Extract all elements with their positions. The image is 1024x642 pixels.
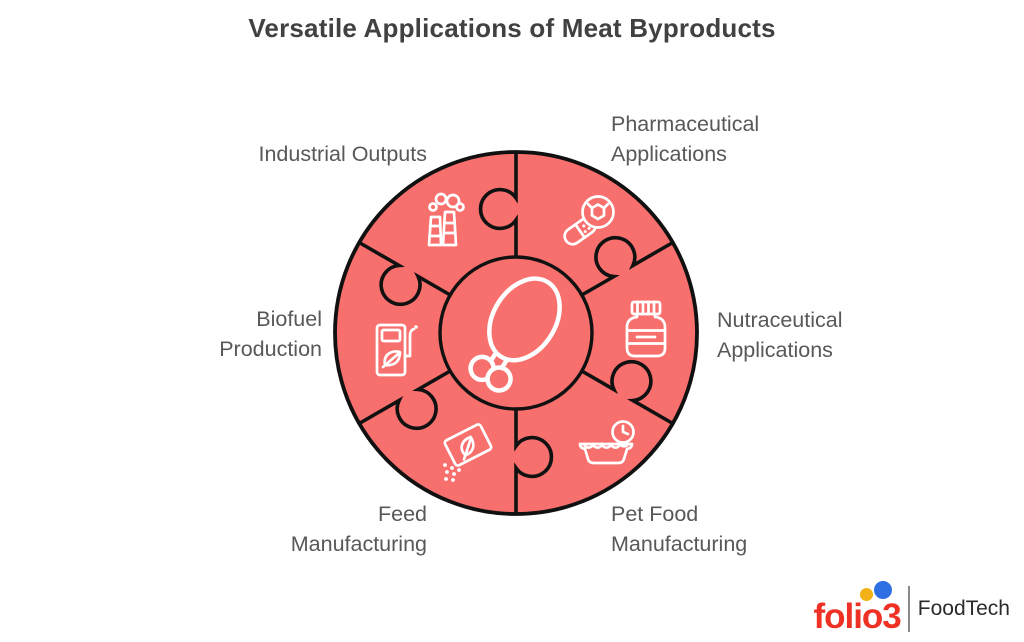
logo-blue-dot-icon bbox=[874, 581, 893, 599]
segment-label-feed-manufacturing: Feed Manufacturing bbox=[290, 502, 427, 556]
folio3-logo: folio3 bbox=[813, 581, 902, 636]
supplement-jar-icon bbox=[625, 300, 667, 358]
biofuel-pump-leaf-icon bbox=[375, 323, 418, 377]
logo-division-text: FoodTech bbox=[917, 596, 1010, 620]
logo-divider bbox=[907, 585, 910, 632]
puzzle-wheel-diagram bbox=[333, 150, 699, 516]
segment-label-pet-food-manufacturing: Pet Food Manufacturing bbox=[611, 502, 748, 556]
segment-label-pharmaceutical-applications: Pharmaceutical Applications bbox=[611, 112, 760, 166]
pill-capsule-molecule-icon bbox=[563, 195, 615, 246]
page-title: Versatile Applications of Meat Byproduct… bbox=[248, 13, 776, 43]
chicken-drumstick-icon bbox=[468, 276, 562, 393]
feed-bag-leaf-icon bbox=[443, 423, 493, 482]
segment-label-biofuel-production: Biofuel Production bbox=[219, 307, 322, 361]
logo-brand-text: folio3 bbox=[813, 597, 901, 636]
factory-chimneys-icon bbox=[427, 192, 465, 247]
logo-yellow-dot-icon bbox=[860, 588, 874, 601]
folio3-foodtech-logo: folio3 FoodTech bbox=[813, 581, 1010, 636]
puzzle-dividers bbox=[358, 152, 674, 514]
segment-label-nutraceutical-applications: Nutraceutical Applications bbox=[717, 308, 843, 362]
pet-food-bowl-clock-icon bbox=[578, 420, 635, 465]
segment-label-industrial-outputs: Industrial Outputs bbox=[258, 142, 427, 166]
